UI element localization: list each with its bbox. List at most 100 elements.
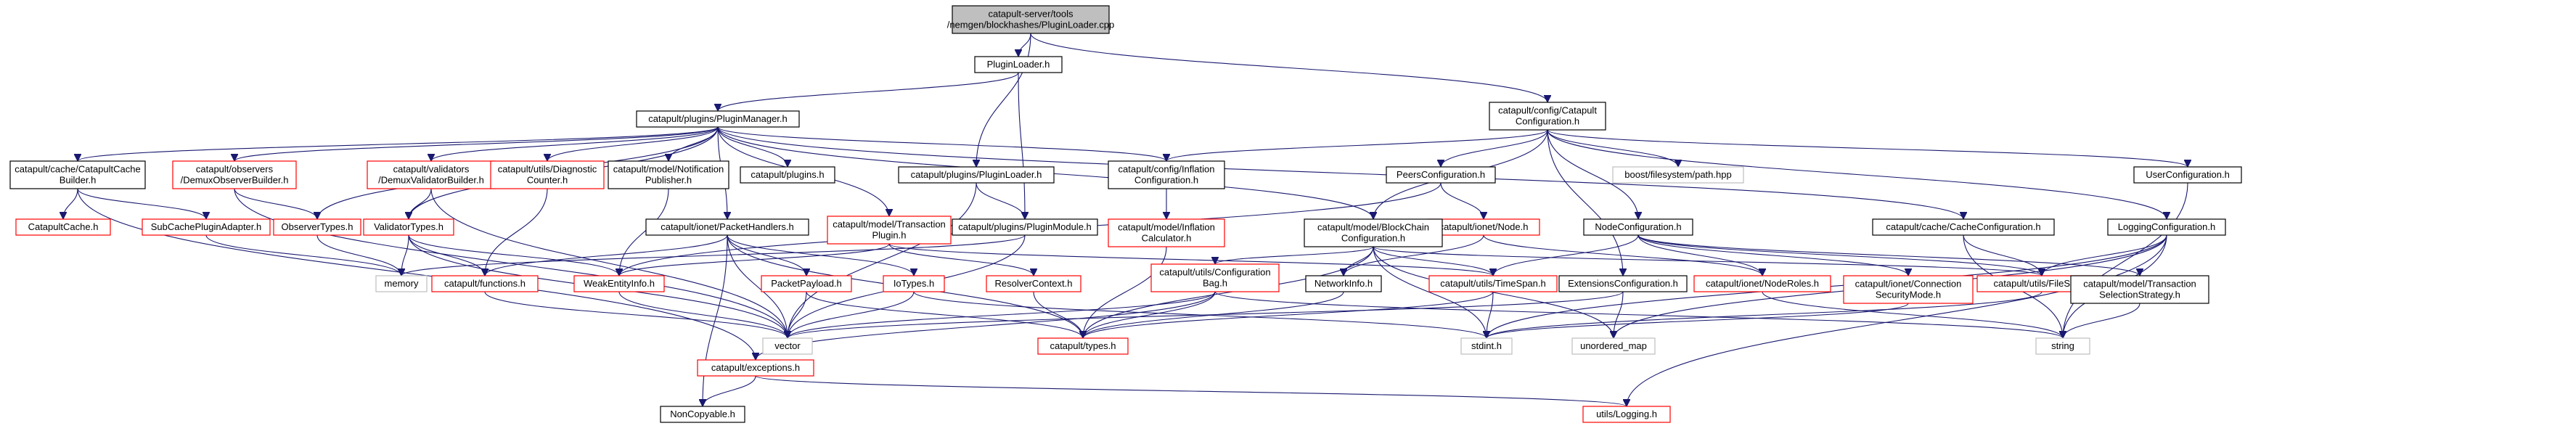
node-box	[645, 218, 809, 236]
node-observertypes-h[interactable]: ObserverTypes.h	[273, 218, 361, 236]
node-label: vector	[774, 340, 801, 351]
node-label: WeakEntityInfo.h	[584, 278, 655, 289]
node-catapult-functions-h[interactable]: catapult/functions.h	[431, 275, 539, 292]
node-catapult-model-transactionselectionstrategy-h[interactable]: catapult/model/TransactionSelectionStrat…	[2070, 275, 2209, 304]
node-catapult-types-h[interactable]: catapult/types.h	[1037, 337, 1129, 355]
node-catapult-plugins-pluginmodule-h[interactable]: catapult/plugins/PluginModule.h	[952, 218, 1098, 236]
node-label: utils/Logging.h	[1596, 409, 1657, 419]
edge-plugin_manager-to-inflation_config	[717, 126, 1166, 162]
node-label: catapult/model/Transaction	[2083, 279, 2196, 290]
edge-io_types-to-vector	[788, 291, 915, 339]
node-box	[1108, 160, 1225, 189]
edge-inflation_calculator-to-types_h	[1083, 246, 1167, 338]
node-box	[1582, 406, 1671, 423]
node-box	[952, 218, 1098, 236]
node-box	[573, 275, 665, 292]
node-catapult-ionet-packethandlers-h[interactable]: catapult/ionet/PacketHandlers.h	[645, 218, 809, 236]
node-label: boost/filesystem/path.hpp	[1624, 169, 1731, 180]
edge-plugin_manager-to-cache_config	[717, 126, 1963, 219]
node-box	[974, 56, 1063, 73]
node-catapult-utils-timespan-h[interactable]: catapult/utils/TimeSpan.h	[1428, 275, 1558, 292]
node-box	[636, 110, 800, 128]
edge-config_catapult-to-peers_config	[1441, 129, 1548, 168]
node-pluginloader-h[interactable]: PluginLoader.h	[974, 56, 1063, 73]
node-label: unordered_map	[1580, 340, 1647, 351]
node-box	[1612, 166, 1744, 184]
node-label: Counter.h	[527, 175, 568, 186]
node-vector: vector	[762, 337, 813, 355]
node-peersconfiguration-h[interactable]: PeersConfiguration.h	[1386, 166, 1496, 184]
edge-config_bag-to-exceptions_h	[756, 291, 1216, 361]
node-extensionsconfiguration-h[interactable]: ExtensionsConfiguration.h	[1558, 275, 1688, 292]
node-catapultcache-h[interactable]: CatapultCache.h	[15, 218, 111, 236]
node-validatortypes-h[interactable]: ValidatorTypes.h	[363, 218, 454, 236]
edge-demux_validator-to-vector	[430, 188, 788, 338]
node-utils-logging-h[interactable]: utils/Logging.h	[1582, 406, 1671, 423]
node-catapult-plugins-pluginloader-h[interactable]: catapult/plugins/PluginLoader.h	[898, 166, 1055, 184]
edge-plugins_pluginloader-to-vector	[788, 182, 977, 338]
edge-ionet_node-to-node_roles	[1483, 234, 1762, 276]
node-iotypes-h[interactable]: IoTypes.h	[883, 275, 945, 292]
edge-transaction_selection-to-string	[2063, 303, 2140, 339]
node-label: NonCopyable.h	[670, 409, 735, 419]
edge-root-to-plugins_pluginloader	[976, 33, 1031, 167]
node-label: stdint.h	[1471, 340, 1502, 351]
edge-node_config-to-node_roles	[1637, 234, 1762, 276]
edge-extensions_config-to-unordered_map	[1614, 291, 1624, 338]
node-catapult-plugins-h[interactable]: catapult/plugins.h	[740, 166, 835, 184]
nodes-layer: catapult-server/tools/nemgen/blockhashes…	[9, 5, 2242, 423]
node-catapult-cache-cacheconfiguration-h[interactable]: catapult/cache/CacheConfiguration.h	[1872, 218, 2055, 236]
node-catapult-exceptions-h[interactable]: catapult/exceptions.h	[697, 359, 814, 377]
node-label: catapult/plugins/PluginLoader.h	[911, 169, 1042, 180]
node-box	[2107, 218, 2226, 236]
node-noncopyable-h[interactable]: NonCopyable.h	[660, 406, 745, 423]
node-resolvercontext-h[interactable]: ResolverContext.h	[986, 275, 1081, 292]
edge-node_roles-to-string	[1762, 291, 2063, 339]
edge-timespan_h-to-stdint_h	[1487, 291, 1494, 338]
edge-plugin_manager-to-plugins_h	[717, 126, 788, 168]
node-label: IoTypes.h	[894, 278, 934, 289]
node-nodeconfiguration-h[interactable]: NodeConfiguration.h	[1583, 218, 1693, 236]
node-label: catapult/observers	[196, 164, 274, 175]
node-userconfiguration-h[interactable]: UserConfiguration.h	[2133, 166, 2242, 184]
node-box	[1558, 275, 1688, 292]
node-unordered-map: unordered_map	[1571, 337, 1656, 355]
node-packetpayload-h[interactable]: PacketPayload.h	[761, 275, 852, 292]
node-weakentityinfo-h[interactable]: WeakEntityInfo.h	[573, 275, 665, 292]
node-label: catapult/utils/Diagnostic	[498, 164, 597, 175]
node-box	[883, 275, 945, 292]
node-networkinfo-h[interactable]: NetworkInfo.h	[1305, 275, 1382, 292]
node-box	[363, 218, 454, 236]
node-catapult-validators-demuxvalidatorbuilder-h[interactable]: catapult/validators/DemuxValidatorBuilde…	[367, 160, 496, 189]
edge-plugin_manager-to-diagnostic_counter	[547, 126, 719, 162]
node-box	[986, 275, 1081, 292]
node-catapult-server-tools-nemgen-blockhashes-pluginloader-cpp[interactable]: catapult-server/tools/nemgen/blockhashes…	[947, 5, 1115, 34]
node-catapult-ionet-noderoles-h[interactable]: catapult/ionet/NodeRoles.h	[1693, 275, 1831, 292]
node-catapult-ionet-node-h[interactable]: catapult/ionet/Node.h	[1427, 218, 1540, 236]
node-label: LoggingConfiguration.h	[2118, 221, 2215, 232]
node-label: catapult/cache/CacheConfiguration.h	[1886, 221, 2040, 232]
node-loggingconfiguration-h[interactable]: LoggingConfiguration.h	[2107, 218, 2226, 236]
node-stdint-h: stdint.h	[1460, 337, 1513, 355]
node-box	[761, 275, 852, 292]
node-subcachepluginadapter-h[interactable]: SubCachePluginAdapter.h	[142, 218, 271, 236]
node-box	[172, 160, 297, 189]
node-box	[1460, 337, 1513, 355]
node-catapult-observers-demuxobserverbuilder-h[interactable]: catapult/observers/DemuxObserverBuilder.…	[172, 160, 297, 189]
edge-blockchain_config-to-filesize_h	[1373, 246, 2042, 276]
node-catapult-plugins-pluginmanager-h[interactable]: catapult/plugins/PluginManager.h	[636, 110, 800, 128]
node-label: string	[2051, 340, 2074, 351]
node-label: ObserverTypes.h	[282, 221, 353, 232]
edge-packet_handlers-to-functions_h	[485, 234, 728, 276]
node-memory: memory	[375, 275, 428, 292]
